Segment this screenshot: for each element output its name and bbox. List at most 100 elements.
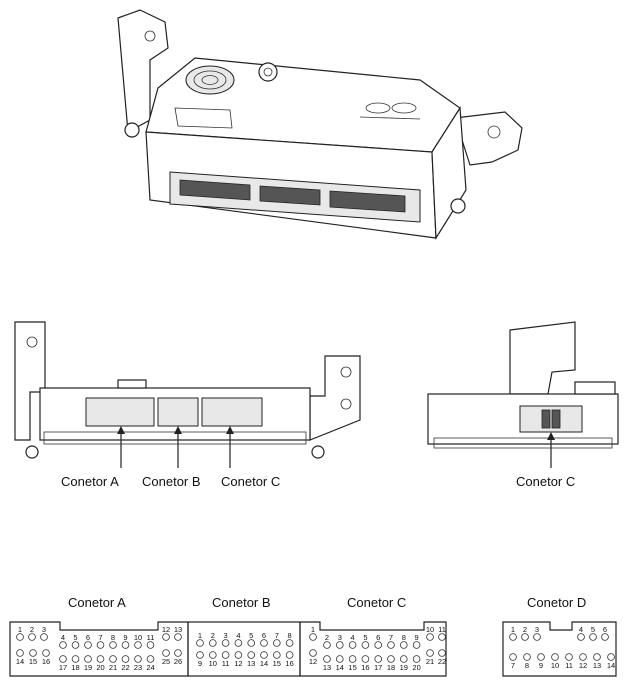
- pin-hole: [234, 651, 243, 659]
- pin-hole: [593, 653, 601, 661]
- pin-hole: [399, 655, 408, 663]
- pin-number: 10: [551, 661, 559, 670]
- pin-hole: [40, 633, 48, 641]
- pin-hole: [42, 649, 50, 657]
- pin-hole: [221, 639, 230, 647]
- pin-number: 23: [134, 663, 142, 672]
- pin-number: 11: [565, 661, 573, 670]
- pin-hole: [209, 639, 217, 647]
- pin-hole: [551, 653, 559, 661]
- pin-hole: [348, 655, 357, 663]
- pin-hole: [387, 655, 395, 663]
- pin-number: 13: [247, 659, 255, 668]
- pin-hole: [348, 641, 357, 649]
- pin-number: 18: [387, 663, 395, 672]
- pin-hole: [565, 653, 573, 661]
- pin-number: 5: [363, 633, 367, 642]
- pin-number: 15: [348, 663, 356, 672]
- pinout-title-c: Conetor C: [347, 595, 406, 610]
- pin-number: 9: [539, 661, 543, 670]
- pin-number: 5: [73, 633, 77, 642]
- pin-number: 22: [121, 663, 129, 672]
- pin-hole: [509, 653, 517, 661]
- pin-number: 6: [603, 625, 607, 634]
- pin-number: 17: [374, 663, 382, 672]
- pin-hole: [59, 641, 67, 649]
- pin-number: 9: [415, 633, 419, 642]
- pin-number: 20: [412, 663, 420, 672]
- pin-number: 2: [523, 625, 527, 634]
- label-connector-b: Conetor B: [142, 474, 201, 489]
- pin-number: 26: [174, 657, 182, 666]
- pin-number: 20: [96, 663, 104, 672]
- label-connector-c-end: Conetor C: [516, 474, 575, 489]
- connector-pointer-end: [547, 432, 555, 468]
- pin-hole: [335, 641, 344, 649]
- pin-number: 12: [309, 657, 317, 666]
- pin-number: 11: [147, 633, 155, 642]
- pin-number: 13: [593, 661, 601, 670]
- pin-hole: [412, 655, 421, 663]
- pin-number: 7: [98, 633, 102, 642]
- pin-hole: [601, 633, 609, 641]
- pin-number: 6: [376, 633, 380, 642]
- pinout-title-d: Conetor D: [527, 595, 586, 610]
- pin-hole: [323, 655, 331, 663]
- pin-number: 14: [336, 663, 344, 672]
- pin-hole: [438, 633, 446, 641]
- pin-hole: [162, 649, 170, 657]
- pin-number: 15: [29, 657, 37, 666]
- pin-number: 7: [275, 631, 279, 640]
- pin-hole: [84, 641, 92, 649]
- pin-number: 17: [59, 663, 67, 672]
- pinout-title-a: Conetor A: [68, 595, 126, 610]
- pin-hole: [537, 653, 545, 661]
- pin-hole: [323, 641, 331, 649]
- pin-hole: [209, 651, 217, 659]
- pin-hole: [134, 655, 142, 663]
- pin-hole: [121, 655, 130, 663]
- pin-hole: [196, 639, 204, 647]
- pinout-outline-d: [502, 621, 617, 677]
- pin-number: 3: [535, 625, 539, 634]
- pin-hole: [162, 633, 170, 641]
- pin-hole: [109, 641, 117, 649]
- pin-hole: [361, 641, 370, 649]
- pin-number: 13: [323, 663, 331, 672]
- pin-hole: [412, 641, 421, 649]
- label-connector-c: Conetor C: [221, 474, 280, 489]
- pin-hole: [96, 655, 105, 663]
- pin-hole: [521, 633, 529, 641]
- pin-number: 13: [174, 625, 182, 634]
- pin-hole: [374, 655, 383, 663]
- pin-number: 4: [61, 633, 65, 642]
- pin-hole: [109, 655, 117, 663]
- pin-number: 9: [198, 659, 202, 668]
- pin-hole: [260, 651, 268, 659]
- pin-hole: [523, 653, 531, 661]
- pin-number: 19: [84, 663, 92, 672]
- pin-hole: [260, 639, 268, 647]
- pin-number: 21: [426, 657, 434, 666]
- pin-number: 11: [438, 625, 446, 634]
- pin-number: 8: [288, 631, 292, 640]
- pin-hole: [16, 649, 24, 657]
- pin-number: 16: [361, 663, 369, 672]
- pin-hole: [285, 651, 294, 659]
- pin-hole: [426, 649, 434, 657]
- pin-number: 4: [236, 631, 240, 640]
- ecu-end-view: [427, 321, 619, 449]
- pin-hole: [426, 633, 434, 641]
- pin-hole: [221, 651, 230, 659]
- pin-hole: [577, 633, 585, 641]
- pin-number: 1: [511, 625, 515, 634]
- pin-number: 5: [591, 625, 595, 634]
- pin-number: 11: [222, 659, 230, 668]
- pin-number: 18: [71, 663, 79, 672]
- pin-number: 4: [351, 633, 355, 642]
- pin-hole: [174, 633, 182, 641]
- pin-number: 16: [285, 659, 293, 668]
- pin-hole: [247, 639, 256, 647]
